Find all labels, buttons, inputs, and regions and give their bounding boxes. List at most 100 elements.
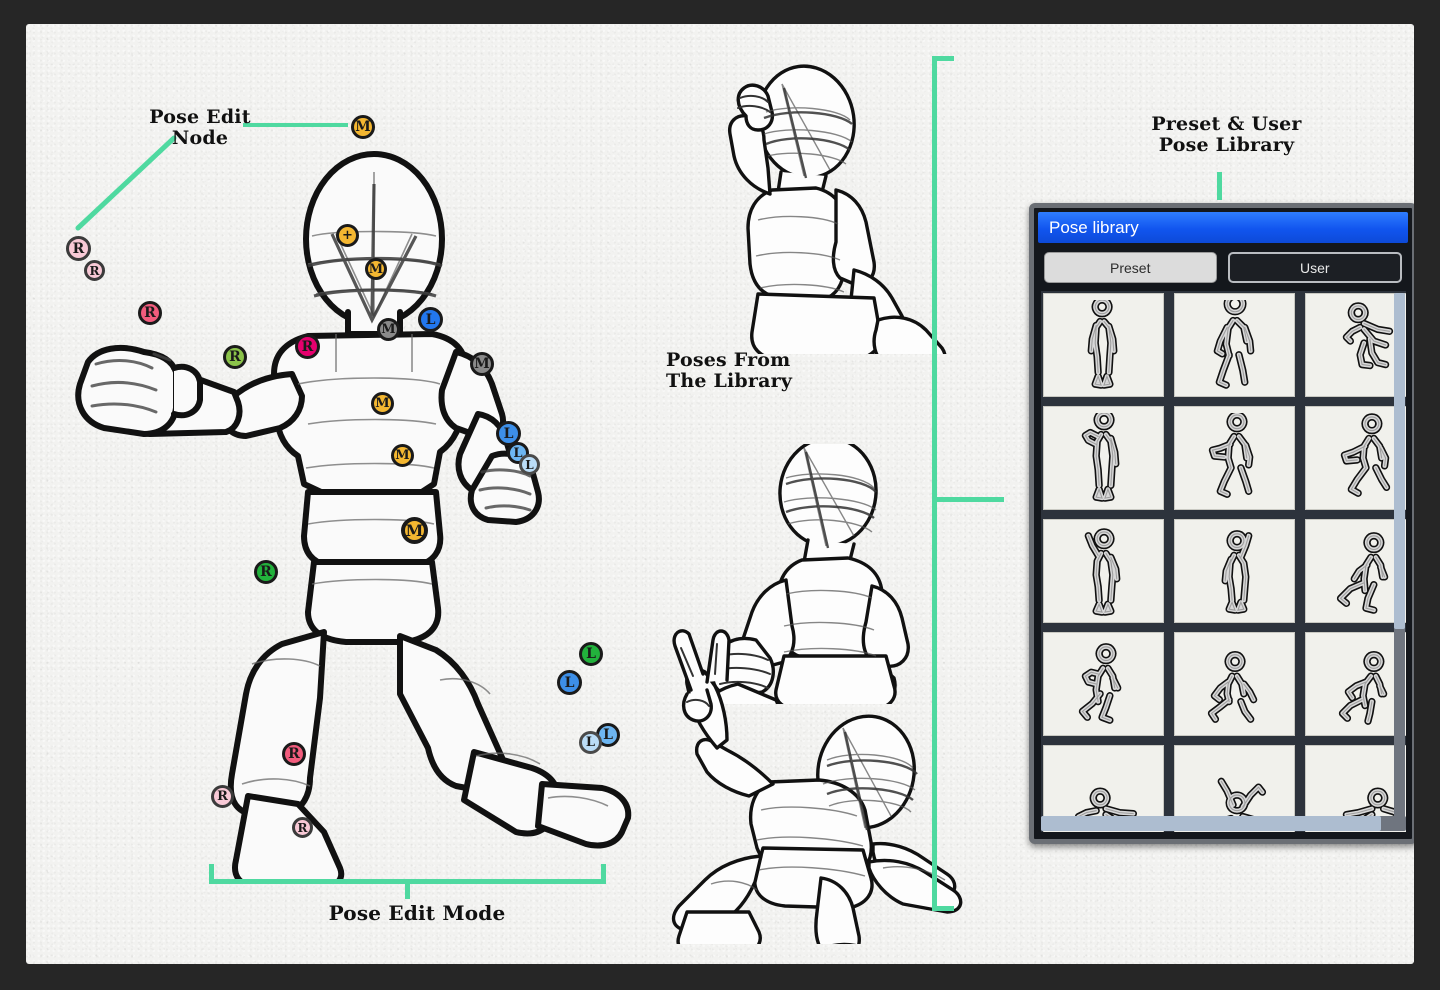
pose-node-r-toe[interactable]: R: [292, 817, 313, 838]
label-poses-from-library: Poses From The Library: [666, 349, 793, 393]
label-pose-edit-node: Pose Edit Node: [149, 106, 251, 150]
pose-node-label: R: [89, 263, 100, 278]
pose-node-l-elbow[interactable]: M: [470, 352, 494, 376]
leader-node-top: [243, 123, 348, 127]
pose-library-horizontal-scrollbar[interactable]: [1041, 816, 1406, 831]
pose-library-grid-viewport[interactable]: [1041, 291, 1406, 832]
tab-preset[interactable]: Preset: [1044, 252, 1217, 283]
pose-node-r-knee[interactable]: R: [254, 560, 278, 584]
pose-thumbnail-figure-reaching-overhead: [1221, 530, 1252, 614]
bracket-library-vertical: [932, 56, 937, 911]
bracket-library-bottom-tick: [932, 906, 954, 911]
pose-node-l-hand[interactable]: L: [496, 421, 521, 446]
bottom-edge-text: [716, 952, 836, 962]
pose-node-r-foot[interactable]: R: [211, 785, 234, 808]
bracket-mode-horizontal: [209, 879, 606, 884]
pose-thumbnail-figure-diving-lunge: [1342, 302, 1393, 370]
pose-thumbnail[interactable]: [1305, 406, 1406, 510]
pose-thumbnail-figure-sitting-leaning: [1336, 532, 1388, 614]
pose-node-label: M: [375, 396, 390, 411]
pose-thumbnail[interactable]: [1305, 293, 1406, 397]
pose-node-r-ankle[interactable]: R: [282, 742, 306, 766]
pose-thumbnail-figure-lying-partial-2: [1342, 787, 1403, 829]
pose-node-label: L: [585, 735, 596, 750]
pose-node-l-finger-2[interactable]: L: [519, 454, 540, 475]
bracket-library-top-tick: [932, 56, 954, 61]
label-pose-edit-mode: Pose Edit Mode: [328, 901, 506, 925]
leader-node-diagonal: [75, 135, 177, 231]
pose-thumbnail[interactable]: [1174, 406, 1295, 510]
leader-library-label: [1217, 172, 1222, 200]
tab-user-label: User: [1299, 259, 1330, 276]
pose-node-neck[interactable]: M: [377, 318, 400, 341]
pose-node-label: R: [301, 338, 314, 355]
pose-library-window[interactable]: Pose library Preset User: [1029, 203, 1414, 844]
pose-node-label: M: [381, 322, 396, 337]
pose-node-r-elbow[interactable]: R: [223, 345, 247, 369]
pose-node-head-top[interactable]: M: [351, 115, 375, 139]
pose-thumbnail-figure-fighting-stance-reach: [1208, 413, 1253, 498]
pose-thumbnail-figure-standing-idle: [1087, 300, 1117, 389]
pose-node-r-finger-1[interactable]: R: [84, 260, 105, 281]
pose-thumbnail[interactable]: [1043, 406, 1164, 510]
tab-preset-label: Preset: [1110, 259, 1151, 276]
bracket-mode-right-tick: [601, 864, 606, 884]
pose-thumbnail[interactable]: [1305, 632, 1406, 736]
pose-node-label: L: [525, 457, 534, 472]
pose-library-grid: [1041, 291, 1406, 832]
pose-node-label: M: [368, 261, 384, 277]
bracket-library-stem: [932, 497, 1004, 502]
pose-node-label: L: [503, 425, 514, 442]
pose-node-label: L: [513, 445, 523, 461]
pose-node-label: R: [229, 349, 241, 365]
pose-thumbnail-figure-hand-to-head-standing: [1081, 413, 1119, 502]
pose-node-label: L: [564, 674, 575, 691]
pose-thumbnail[interactable]: [1043, 632, 1164, 736]
pose-library-titlebar: Pose library: [1038, 212, 1408, 243]
pose-node-abdomen[interactable]: M: [391, 444, 414, 467]
pose-library-vertical-thumb[interactable]: [1394, 293, 1405, 629]
pose-node-label: R: [144, 305, 156, 321]
pose-node-l-toe[interactable]: L: [579, 731, 602, 754]
tab-user[interactable]: User: [1227, 252, 1402, 283]
library-pose-seated-hugging-knee: [701, 444, 910, 704]
pose-thumbnail[interactable]: [1174, 632, 1295, 736]
pose-thumbnail-figure-crouching-low: [1207, 651, 1257, 723]
pose-thumbnail[interactable]: [1043, 519, 1164, 623]
library-pose-seated-hand-to-face: [728, 64, 947, 354]
pose-node-label: +: [342, 228, 353, 243]
label-preset-user-library: Preset & User Pose Library: [1151, 113, 1302, 157]
pose-thumbnail[interactable]: [1174, 293, 1295, 397]
pose-library-title-text: Pose library: [1049, 217, 1139, 237]
pose-library-vertical-scrollbar[interactable]: [1394, 293, 1405, 829]
pose-node-label: M: [405, 520, 424, 540]
pose-node-label: R: [260, 564, 272, 580]
pose-thumbnail[interactable]: [1043, 293, 1164, 397]
pose-node-l-finger-1[interactable]: L: [507, 442, 529, 464]
pose-node-l-knee[interactable]: L: [579, 642, 603, 666]
pose-node-r-shoulder[interactable]: R: [295, 334, 320, 359]
pose-node-r-hand-far[interactable]: R: [66, 236, 91, 261]
pose-node-pelvis[interactable]: M: [401, 517, 428, 544]
pose-node-label: R: [217, 789, 228, 804]
pose-edit-mannequin[interactable]: [36, 84, 656, 884]
pose-node-label: M: [474, 356, 490, 372]
pose-library-horizontal-thumb[interactable]: [1041, 816, 1381, 831]
pose-node-face-center[interactable]: +: [336, 224, 359, 247]
pose-node-l-shoulder[interactable]: L: [418, 307, 443, 332]
pose-node-l-ankle[interactable]: L: [557, 670, 582, 695]
pose-thumbnail-figure-arms-up-salute: [1084, 528, 1120, 616]
pose-library-tabs: Preset User: [1034, 243, 1412, 291]
pose-node-r-fist[interactable]: R: [138, 301, 162, 325]
pose-node-label: R: [288, 746, 300, 762]
pose-node-label: L: [603, 727, 613, 743]
pose-node-chest[interactable]: M: [371, 392, 394, 415]
pose-node-chin[interactable]: M: [365, 258, 387, 280]
pose-thumbnail[interactable]: [1174, 519, 1295, 623]
pose-node-label: M: [395, 448, 410, 463]
pose-node-label: R: [72, 240, 85, 257]
pose-thumbnail[interactable]: [1305, 519, 1406, 623]
pose-node-label: L: [586, 646, 596, 662]
